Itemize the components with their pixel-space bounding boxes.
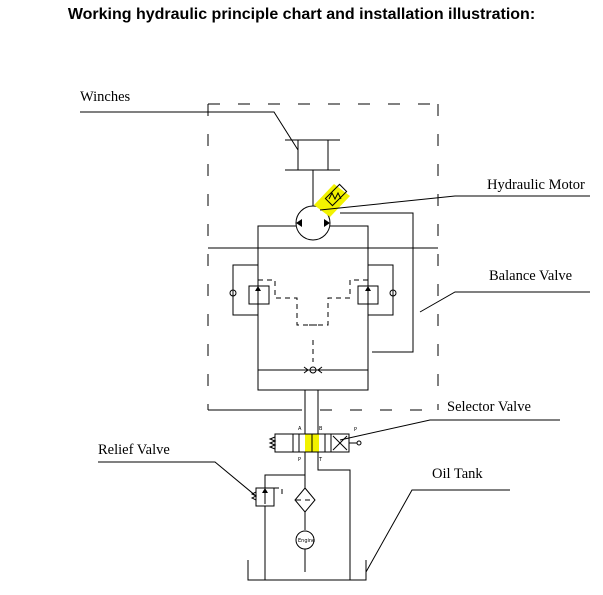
engine-pump: Engine (295, 530, 315, 572)
oil-tank (247, 560, 367, 581)
port-b-label: B (319, 426, 323, 432)
label-oil-tank: Oil Tank (432, 466, 483, 482)
shuttle-check-valve (303, 366, 323, 374)
port-p-label: P (298, 457, 301, 463)
selector-valve: A B P T P (268, 426, 362, 463)
port-a-label: A (298, 426, 302, 432)
winch-drum (285, 139, 340, 206)
label-balance-valve: Balance Valve (489, 268, 572, 284)
relief-valve (250, 487, 283, 580)
callout-lines (80, 111, 590, 573)
balance-valve-left (229, 264, 320, 326)
filter (294, 487, 316, 530)
label-selector-valve: Selector Valve (447, 399, 531, 415)
motor-brake-highlight (314, 183, 350, 217)
label-hydraulic-motor: Hydraulic Motor (487, 177, 585, 193)
label-winches: Winches (80, 89, 131, 105)
port-p-right-label: P (354, 427, 357, 433)
outer-frame (207, 103, 439, 411)
page-title: Working hydraulic principle chart and in… (67, 6, 536, 23)
engine-label: Engine (298, 538, 315, 544)
hydraulic-motor (295, 205, 331, 241)
label-relief-valve: Relief Valve (98, 442, 170, 458)
port-t-label: T (318, 457, 323, 463)
balance-valve-right (305, 264, 397, 326)
